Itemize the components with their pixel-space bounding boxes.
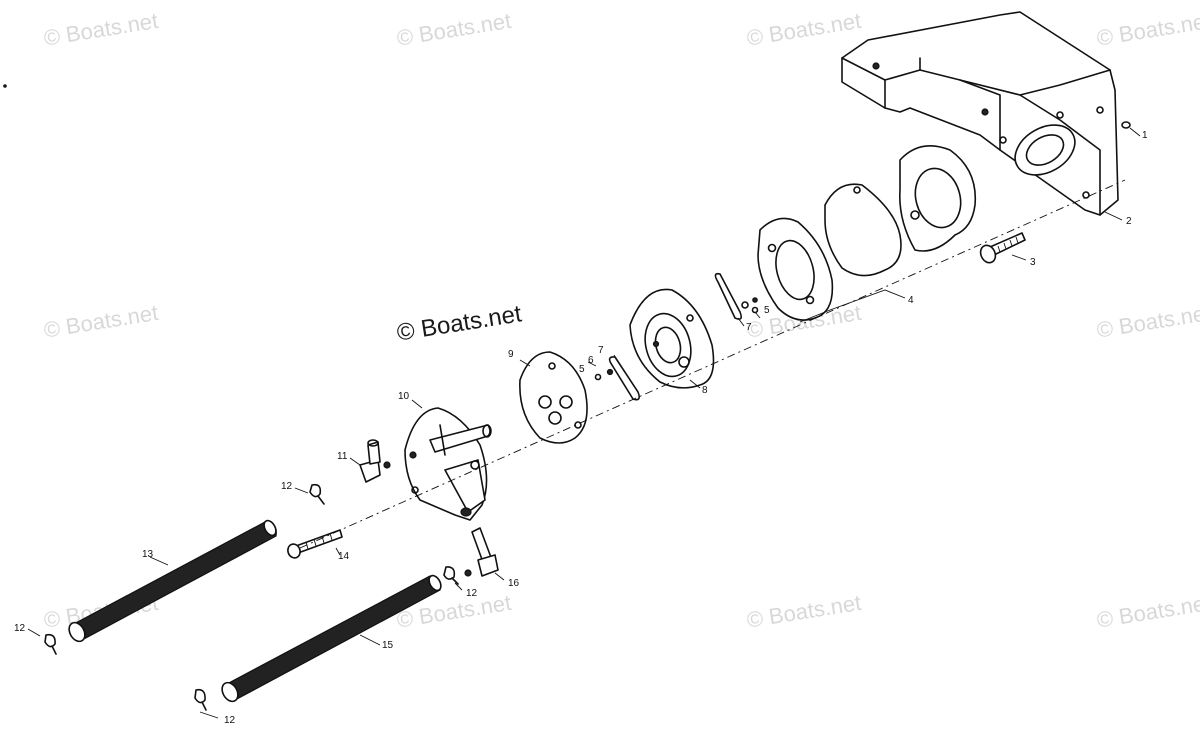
part-1-ring (1121, 121, 1131, 129)
part-4-gasket-set (757, 144, 977, 321)
part-2-bracket (841, 11, 1119, 216)
callout-13: 13 (142, 549, 154, 560)
callout-9: 9 (508, 349, 514, 360)
callout-3: 3 (1030, 257, 1036, 268)
callout-10: 10 (398, 391, 410, 402)
leader-lines (27, 127, 1141, 719)
part-9-gasket (519, 351, 588, 444)
callout-14: 14 (338, 551, 350, 562)
part-3-screw (979, 232, 1026, 264)
part-8-pump-body (629, 288, 715, 389)
callout-4: 4 (908, 295, 914, 306)
stray-dot (3, 84, 7, 88)
part-12-clamps (44, 483, 459, 711)
callout-11: 11 (337, 451, 348, 462)
callout-8: 8 (702, 385, 708, 396)
callout-5-lower: 5 (579, 364, 585, 375)
callout-12-c: 12 (14, 623, 26, 634)
part-14-screw (287, 529, 343, 559)
center-line (299, 179, 1126, 549)
callout-5-upper: 5 (764, 305, 770, 316)
parts-5-6-7 (594, 272, 759, 401)
part-11-elbow (359, 439, 391, 483)
callout-12-d: 12 (224, 715, 236, 726)
callout-6: 6 (588, 355, 594, 366)
callout-16: 16 (508, 578, 520, 589)
callout-1: 1 (1142, 130, 1148, 141)
part-10-pump-cover (404, 407, 492, 521)
part-16-elbow (464, 527, 499, 577)
callout-2: 2 (1126, 216, 1132, 227)
callout-12-a: 12 (281, 481, 293, 492)
callout-7-lower: 7 (598, 345, 604, 356)
callout-12-b: 12 (466, 588, 478, 599)
callout-7-upper: 7 (746, 322, 752, 333)
part-13-hose (68, 519, 277, 643)
part-15-hose (221, 574, 442, 703)
callout-15: 15 (382, 640, 394, 651)
